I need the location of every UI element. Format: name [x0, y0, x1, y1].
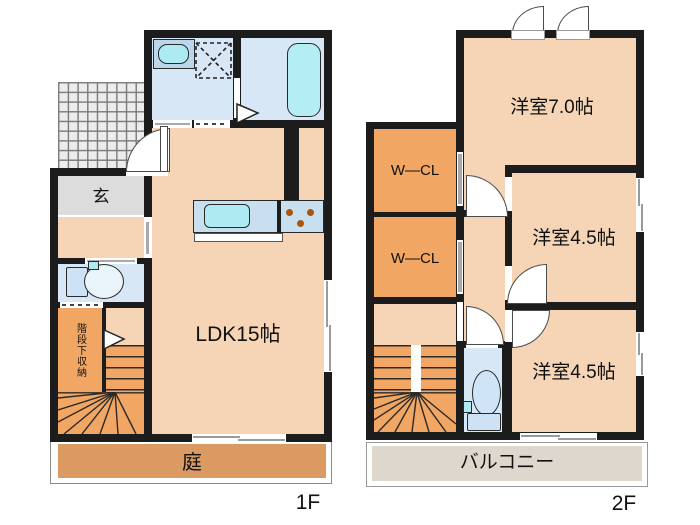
balcony-floor: [372, 446, 642, 481]
hallway-floor: [58, 217, 144, 258]
toilet-button: [463, 401, 472, 413]
toilet-sliding-door: [85, 258, 137, 264]
wall: [456, 30, 644, 38]
sink-icon: [158, 44, 189, 64]
washroom-sliding-door: [153, 120, 192, 128]
hall-door-gap: [505, 266, 512, 300]
window-pane: [640, 204, 643, 231]
dashed-opening: [62, 304, 101, 306]
balcony-label: バルコニー: [459, 451, 555, 473]
door-leaf: [458, 242, 462, 292]
bedroom45-mid-door-gap: [505, 177, 512, 211]
wall: [502, 341, 512, 432]
door-leaf: [458, 154, 462, 204]
door-leaf: [87, 260, 135, 262]
window-pane: [521, 435, 560, 437]
door-leaf: [146, 222, 149, 254]
wall: [505, 165, 636, 173]
window-sliding: [520, 433, 597, 441]
walk-in-closet-1: [374, 129, 456, 212]
stove-burner-icon: [307, 209, 314, 216]
ldk-label: LDK15帖: [195, 323, 281, 346]
bedroom45-low-door-gap: [505, 310, 512, 342]
stairs-winder-2f: [374, 392, 456, 432]
window-pane: [193, 436, 240, 438]
front-door-leaf: [160, 126, 168, 172]
wall: [50, 168, 58, 442]
window-sliding: [324, 280, 332, 372]
hallway-2f: [374, 304, 456, 345]
wcl1-label: W—CL: [390, 162, 440, 179]
washroom-opening: [194, 120, 230, 128]
wall: [456, 30, 464, 129]
hall-ldk-opening: [144, 217, 152, 258]
bedroom-7-floor: [464, 38, 636, 165]
window-sliding: [636, 332, 644, 376]
bedroom45-low-label: 洋室4.5帖: [532, 361, 616, 383]
wall: [374, 212, 456, 217]
entrance-label: 玄: [92, 186, 110, 206]
wall: [324, 30, 332, 442]
window-pane: [640, 353, 643, 375]
window-pane: [328, 325, 331, 371]
window-pane: [637, 179, 640, 206]
dashed-opening: [196, 123, 228, 125]
stove-burner-icon: [297, 220, 304, 227]
storage-label: 階段下収納: [74, 322, 86, 378]
bathroom-door-gap: [234, 78, 240, 118]
wall: [152, 120, 324, 128]
bath-folding-door: [236, 103, 260, 124]
window-pane: [558, 438, 596, 440]
toilet-icon: [472, 370, 501, 416]
walk-in-closet-2: [374, 217, 456, 297]
wall: [366, 432, 644, 440]
stairs-divider: [411, 345, 421, 392]
wall: [50, 434, 332, 442]
wall: [366, 122, 374, 440]
garden-area: [58, 444, 326, 478]
wall: [58, 168, 130, 176]
bedroom7-label: 洋室7.0帖: [510, 96, 594, 118]
stairs-straight-1f: [106, 345, 144, 392]
wcl2-label: W—CL: [390, 250, 440, 267]
counter-divider: [277, 200, 281, 233]
stove-burner-icon: [286, 209, 293, 216]
entrance-step-edge: [58, 215, 144, 217]
stairs-winder-1f: [58, 392, 144, 434]
entrance-porch-tiles: [58, 82, 145, 170]
wall: [366, 297, 456, 304]
entrance-hall-floor: [58, 176, 144, 215]
window-opening: [556, 30, 590, 40]
window-sliding: [636, 178, 644, 232]
door-leaf: [155, 123, 190, 125]
wall: [636, 30, 644, 440]
wall: [366, 122, 464, 129]
front-door-gap: [126, 168, 168, 176]
floor1-label: 1F: [295, 491, 321, 514]
counter-front-edge: [194, 233, 283, 242]
wall: [284, 120, 299, 200]
window-sliding: [192, 434, 286, 442]
window-pane: [637, 333, 640, 355]
window-pane: [238, 439, 285, 441]
garden-label: 庭: [182, 451, 202, 474]
bathtub-icon: [287, 43, 321, 117]
wall: [505, 165, 512, 310]
under-stair-storage: [58, 308, 102, 392]
stair-hall-opening: [457, 302, 463, 341]
stair-door-marker: [103, 329, 126, 350]
bedroom45-mid-label: 洋室4.5帖: [532, 227, 616, 249]
storage-opening: [60, 302, 103, 308]
floor2-label: 2F: [611, 492, 637, 515]
wall: [233, 30, 241, 120]
washing-machine-pan-icon: [195, 42, 232, 79]
kitchen-sink-icon: [204, 204, 250, 228]
window-opening: [511, 30, 545, 40]
window-pane: [325, 281, 328, 327]
toilet-tank-icon: [467, 413, 501, 431]
toilet-button: [88, 261, 99, 270]
wall: [102, 308, 106, 392]
wall: [505, 302, 636, 310]
